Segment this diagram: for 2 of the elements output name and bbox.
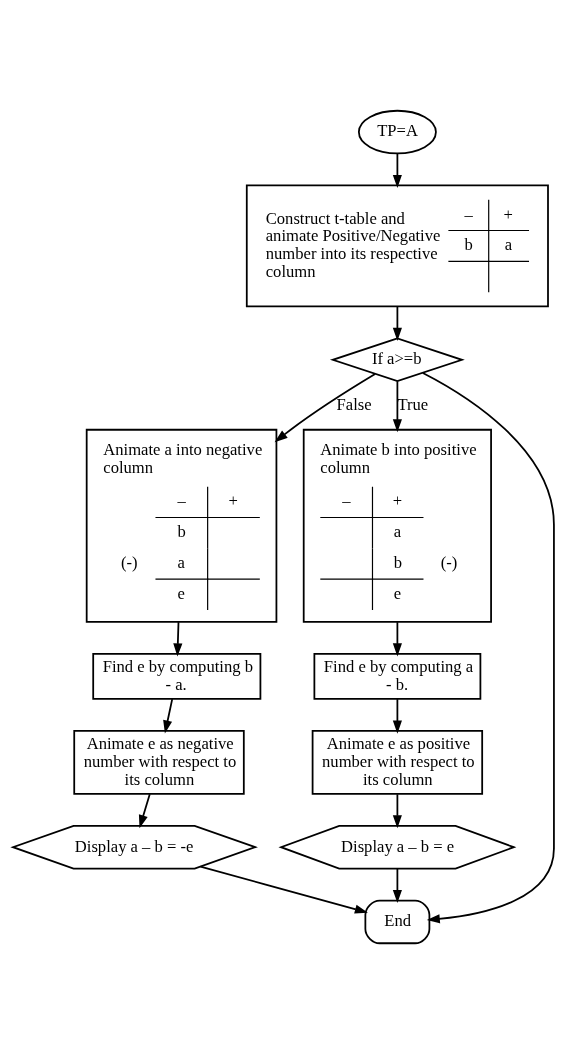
- edge-label: False: [336, 394, 372, 414]
- edge-label: True: [397, 394, 429, 414]
